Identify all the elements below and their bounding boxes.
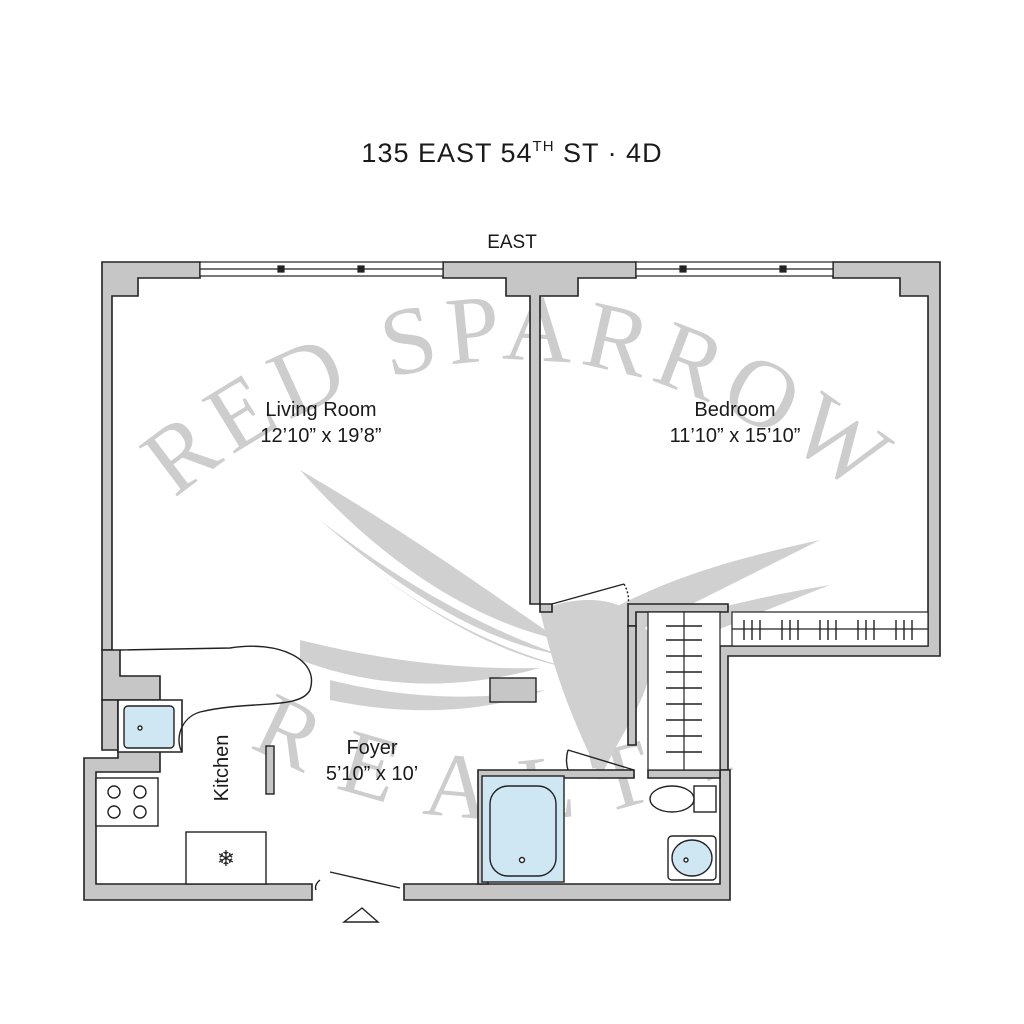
title-address: 135 EAST 54 xyxy=(361,138,532,168)
stove xyxy=(95,777,159,827)
kitchen-bar xyxy=(265,745,275,795)
column xyxy=(489,677,537,703)
fixtures: ❄ xyxy=(95,677,717,923)
foyer-dims: 5’10” x 10’ xyxy=(326,763,418,785)
refrigerator xyxy=(185,831,267,885)
kitchen-name: Kitchen xyxy=(211,735,233,802)
living-room-name: Living Room xyxy=(265,399,376,421)
snowflake-icon: ❄ xyxy=(217,847,235,872)
toilet xyxy=(649,785,717,813)
bathroom-sink xyxy=(667,835,717,881)
watermark-line-1: RED SPARROW xyxy=(122,273,907,516)
doors xyxy=(119,583,635,891)
foyer-name: Foyer xyxy=(346,737,397,759)
watermark: RED SPARROW REALTY xyxy=(122,273,915,843)
page-title: 135 EAST 54TH ST · 4D xyxy=(361,138,662,168)
bedroom-dims: 11’10” x 15’10” xyxy=(670,425,801,447)
closet-hangers-vertical xyxy=(666,625,702,753)
orientation-label: EAST xyxy=(487,232,537,253)
kitchen-sink xyxy=(123,705,175,749)
windows xyxy=(199,261,834,277)
living-room-dims: 12’10” x 19’8” xyxy=(260,425,381,447)
closets xyxy=(647,611,929,771)
bedroom-name: Bedroom xyxy=(694,399,775,421)
title-suffix: ST · 4D xyxy=(555,138,663,168)
room-labels: Living Room 12’10” x 19’8” Bedroom 11’10… xyxy=(211,399,800,801)
title-ordinal: TH xyxy=(533,138,555,155)
closet-hangers-horizontal xyxy=(743,620,913,640)
svg-text:RED SPARROW: RED SPARROW xyxy=(122,273,915,516)
entrance-arrow-icon xyxy=(341,907,380,923)
